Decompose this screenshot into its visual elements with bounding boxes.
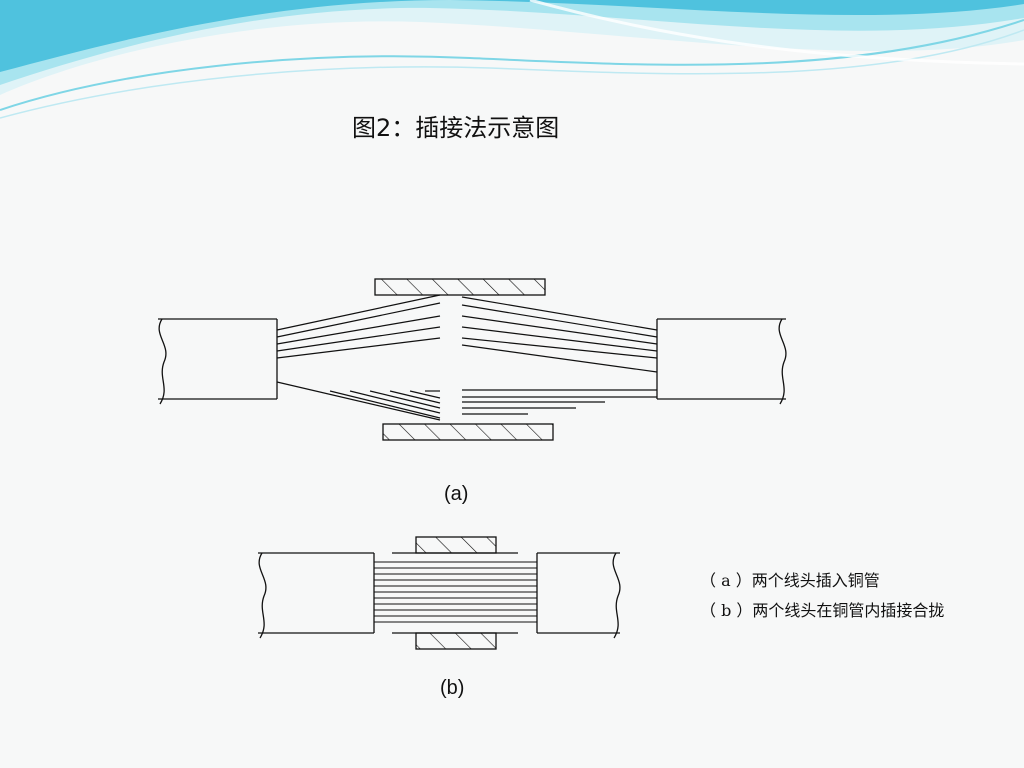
copper-sleeve-bottom-a bbox=[382, 423, 554, 441]
slide-title: 图2：插接法示意图 bbox=[352, 114, 560, 142]
copper-sleeve-top-a bbox=[374, 278, 546, 296]
cable-left-b bbox=[258, 552, 375, 639]
legend-item-b: （ b ）两个线头在铜管内插接合拢 bbox=[700, 601, 945, 620]
strands-right-lower-a bbox=[462, 389, 657, 415]
strands-left-lower-a bbox=[276, 381, 441, 421]
wave-header-decoration bbox=[0, 0, 1024, 119]
caption-b: (b) bbox=[440, 677, 465, 699]
cable-right-b bbox=[536, 552, 621, 639]
diagram-a bbox=[158, 278, 787, 441]
strands-left-upper-a bbox=[276, 294, 441, 359]
caption-a: (a) bbox=[444, 483, 469, 505]
copper-sleeve-bottom-b bbox=[415, 632, 497, 650]
strands-merged-b bbox=[374, 561, 537, 623]
strands-right-upper-a bbox=[461, 296, 658, 373]
cable-left-a bbox=[158, 318, 278, 405]
legend: （ a ）两个线头插入铜管 （ b ）两个线头在铜管内插接合拢 bbox=[700, 566, 944, 626]
diagram-b bbox=[258, 536, 621, 650]
legend-item-a: （ a ）两个线头插入铜管 bbox=[700, 571, 880, 590]
copper-sleeve-top-b bbox=[415, 536, 497, 554]
cable-right-a bbox=[656, 318, 787, 405]
